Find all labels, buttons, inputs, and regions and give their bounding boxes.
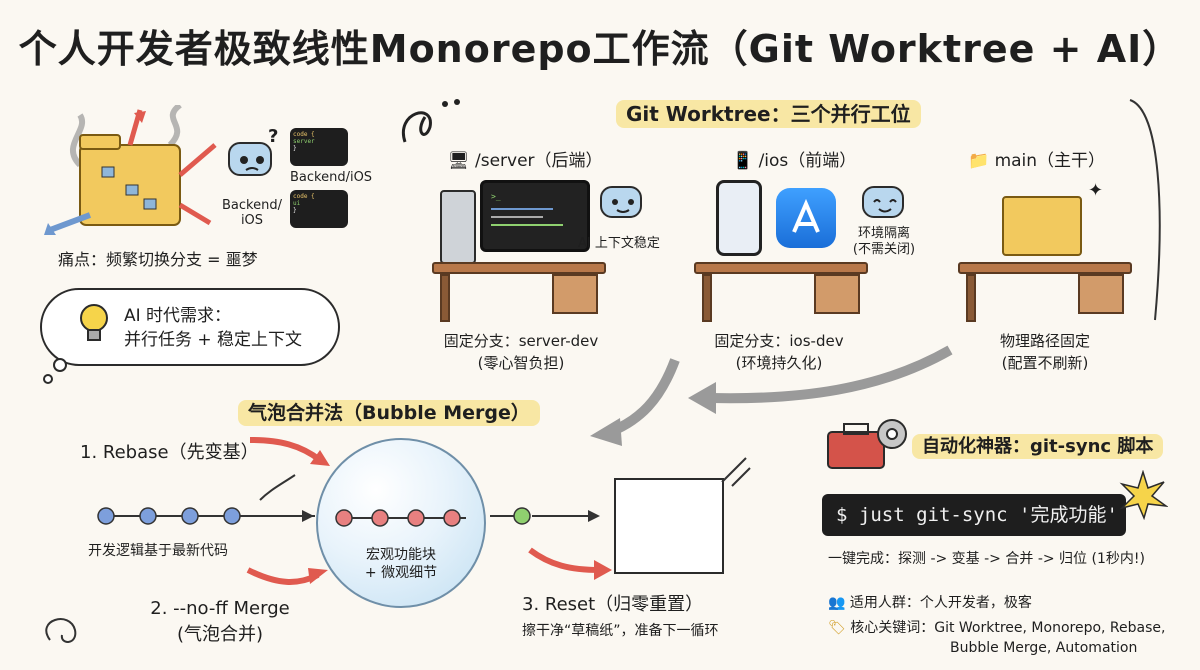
phone-icon: 📱: [732, 151, 754, 171]
robot-server-icon: [600, 186, 642, 218]
pain-label: 痛点：频繁切换分支 = 噩梦: [58, 250, 258, 269]
red-arrow-icon: [246, 567, 328, 585]
desktop-icon: 🖥: [448, 151, 470, 171]
desk-server: [432, 262, 606, 274]
svg-text:>_: >_: [491, 192, 501, 201]
base-note: 开发逻辑基于最新代码: [88, 543, 228, 559]
pain-robot-label: Backend/iOS: [290, 170, 373, 185]
tag-icon: 🏷: [828, 620, 846, 636]
pc-tower-icon: [440, 190, 476, 264]
bubble-caption2: + 微观细节: [364, 565, 438, 581]
bubble-caption1: 宏观功能块: [366, 547, 436, 563]
main-caption: 物理路径固定 (配置不刷新): [950, 330, 1140, 374]
lightbulb-icon: [80, 304, 108, 341]
step2-line1: 2. --no-ff Merge: [150, 598, 290, 619]
toolbox-icon: [827, 419, 907, 469]
keywords-row: 🏷 核心关键词：Git Worktree, Monorepo, Rebase, …: [828, 618, 1165, 658]
question-mark: ?: [268, 126, 279, 147]
automation-header: 自动化神器：git-sync 脚本: [912, 432, 1164, 459]
robot-icon: [228, 142, 272, 176]
bubble-header: 气泡合并法（Bubble Merge）: [238, 398, 540, 426]
red-arrow-icon: [528, 547, 612, 580]
server-caption2: (零心智负担): [477, 354, 565, 372]
server-caption: 固定分支：server-dev (零心智负担): [426, 330, 616, 374]
worktree-header: Git Worktree：三个并行工位: [616, 98, 921, 128]
iphone-icon: [716, 180, 762, 256]
ios-caption: 固定分支：ios-dev (环境持久化): [684, 330, 874, 374]
sparkle-icon: ✦: [1088, 180, 1104, 201]
code-thumb-2: code { ui }: [290, 190, 348, 228]
corner-swirl-icon: [45, 618, 77, 643]
commit-graph: [97, 474, 600, 525]
command-terminal: $ just git-sync '完成功能': [822, 494, 1126, 536]
bubble-header-text: 气泡合并法（Bubble Merge）: [238, 400, 540, 426]
automation-flow: 一键完成：探测 -> 变基 -> 合并 -> 归位 (1秒内!): [828, 551, 1145, 567]
desk-ios: [694, 262, 868, 274]
red-arrow-icon: [249, 437, 330, 466]
step2-label: 2. --no-ff Merge (气泡合并): [130, 596, 310, 648]
users-icon: 👥: [828, 595, 846, 611]
keywords-line1: 核心关键词：Git Worktree, Monorepo, Rebase,: [850, 620, 1166, 636]
station-server-label: 🖥 /server（后端）: [448, 146, 603, 171]
swirl-doodle-icon: [401, 99, 460, 143]
draft-paper-icon: [614, 478, 724, 574]
keywords-line2: Bubble Merge, Automation: [950, 640, 1138, 656]
bubble-commits: [335, 509, 466, 527]
desk-drawer: [1078, 274, 1124, 314]
command-text: $ just git-sync '完成功能': [836, 504, 1118, 526]
server-caption1: 固定分支：server-dev: [443, 332, 599, 350]
step3-note: 擦干净“草稿纸”，准备下一循环: [522, 623, 719, 639]
xcode-icon: [776, 188, 836, 248]
station-main-label: 📁 main（主干）: [968, 146, 1105, 171]
shine-icon: [721, 457, 751, 487]
desk-leg: [966, 274, 976, 322]
bracket-doodle-icon: [1129, 99, 1161, 321]
pain-robot-label-2: Backend/ iOS: [222, 198, 282, 228]
ios-caption2: (环境持久化): [735, 354, 823, 372]
automation-header-text: 自动化神器：git-sync 脚本: [912, 434, 1164, 459]
main-caption1: 物理路径固定: [999, 332, 1090, 350]
pain-illustration: [40, 102, 360, 255]
ios-caption1: 固定分支：ios-dev: [714, 332, 844, 350]
station-main-name: main（主干）: [994, 151, 1106, 171]
big-folder-icon: [1002, 196, 1082, 256]
station-server-name: /server（后端）: [475, 151, 603, 171]
audience-row: 👥 适用人群：个人开发者，极客: [828, 592, 1032, 612]
desk-leg: [702, 274, 712, 322]
server-robot-note: AI 上下文稳定: [578, 236, 660, 251]
station-ios-name: /ios（前端）: [758, 151, 857, 171]
starburst-icon: [1119, 470, 1168, 520]
ios-robot-note: 环境隔离 (不需关闭): [852, 226, 916, 257]
desk-drawer: [552, 274, 598, 314]
desk-leg: [440, 274, 450, 322]
folder-icon: 📁: [968, 151, 990, 171]
audience-text: 适用人群：个人开发者，极客: [849, 595, 1032, 611]
step2-line2: (气泡合并): [176, 624, 264, 645]
bubble-caption: 宏观功能块 + 微观细节: [330, 546, 472, 582]
desk-main: [958, 262, 1132, 274]
ai-need-line1: AI 时代需求：: [124, 306, 232, 326]
desk-drawer: [814, 274, 860, 314]
worktree-header-text: Git Worktree：三个并行工位: [616, 100, 921, 128]
ai-need-line2: 并行任务 + 稳定上下文: [124, 330, 303, 350]
tangled-branches-illustration: [44, 102, 217, 235]
monitor-icon: >_: [480, 180, 590, 252]
code-thumb-1: code { server }: [290, 128, 348, 166]
robot-ios-icon: [862, 186, 904, 218]
station-ios-label: 📱 /ios（前端）: [732, 146, 856, 171]
page-title: 个人开发者极致线性Monorepo工作流（Git Worktree + AI）: [18, 27, 1182, 71]
ai-need-text: AI 时代需求： 并行任务 + 稳定上下文: [124, 304, 302, 352]
step3-label: 3. Reset（归零重置）: [522, 594, 704, 615]
step1-label: 1. Rebase（先变基）: [80, 442, 259, 463]
merge-arrows-icon: [590, 345, 953, 446]
cloud-tail-icon: [43, 358, 67, 384]
main-caption2: (配置不刷新): [1001, 354, 1089, 372]
